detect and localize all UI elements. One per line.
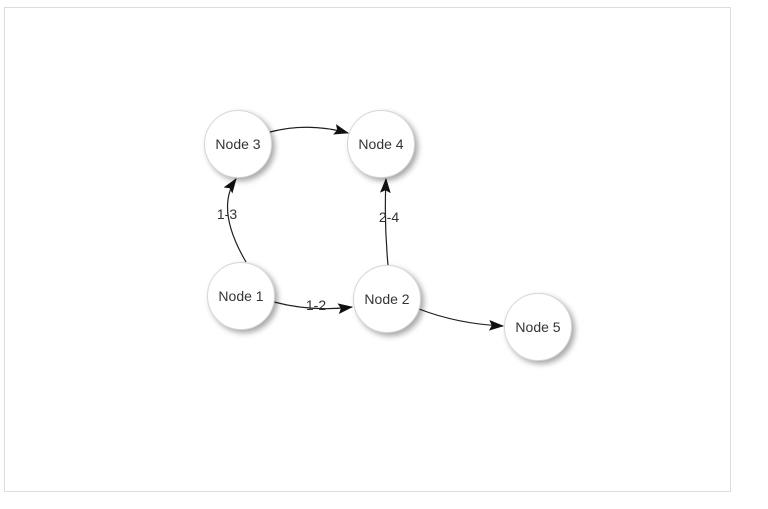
edge-label-1-2: 1-2 [305, 297, 327, 313]
node-label-5: Node 5 [515, 319, 561, 335]
edge-label-2-4: 2-4 [378, 209, 400, 225]
node-label-1: Node 1 [218, 288, 264, 304]
node-4[interactable]: Node 4 [347, 110, 415, 178]
node-label-2: Node 2 [364, 291, 410, 307]
edge-2-4 [380, 177, 391, 266]
node-label-3: Node 3 [215, 136, 261, 152]
network-canvas[interactable] [4, 7, 731, 492]
node-1[interactable]: Node 1 [207, 262, 275, 330]
node-5[interactable]: Node 5 [504, 293, 572, 361]
edge-1-2 [273, 301, 354, 315]
edge-3-4 [269, 124, 350, 135]
node-2[interactable]: Node 2 [353, 265, 421, 333]
edge-1-3 [223, 178, 247, 263]
edge-label-1-3: 1-3 [216, 206, 238, 222]
node-label-4: Node 4 [358, 136, 404, 152]
node-3[interactable]: Node 3 [204, 110, 272, 178]
edge-2-5 [418, 308, 505, 331]
